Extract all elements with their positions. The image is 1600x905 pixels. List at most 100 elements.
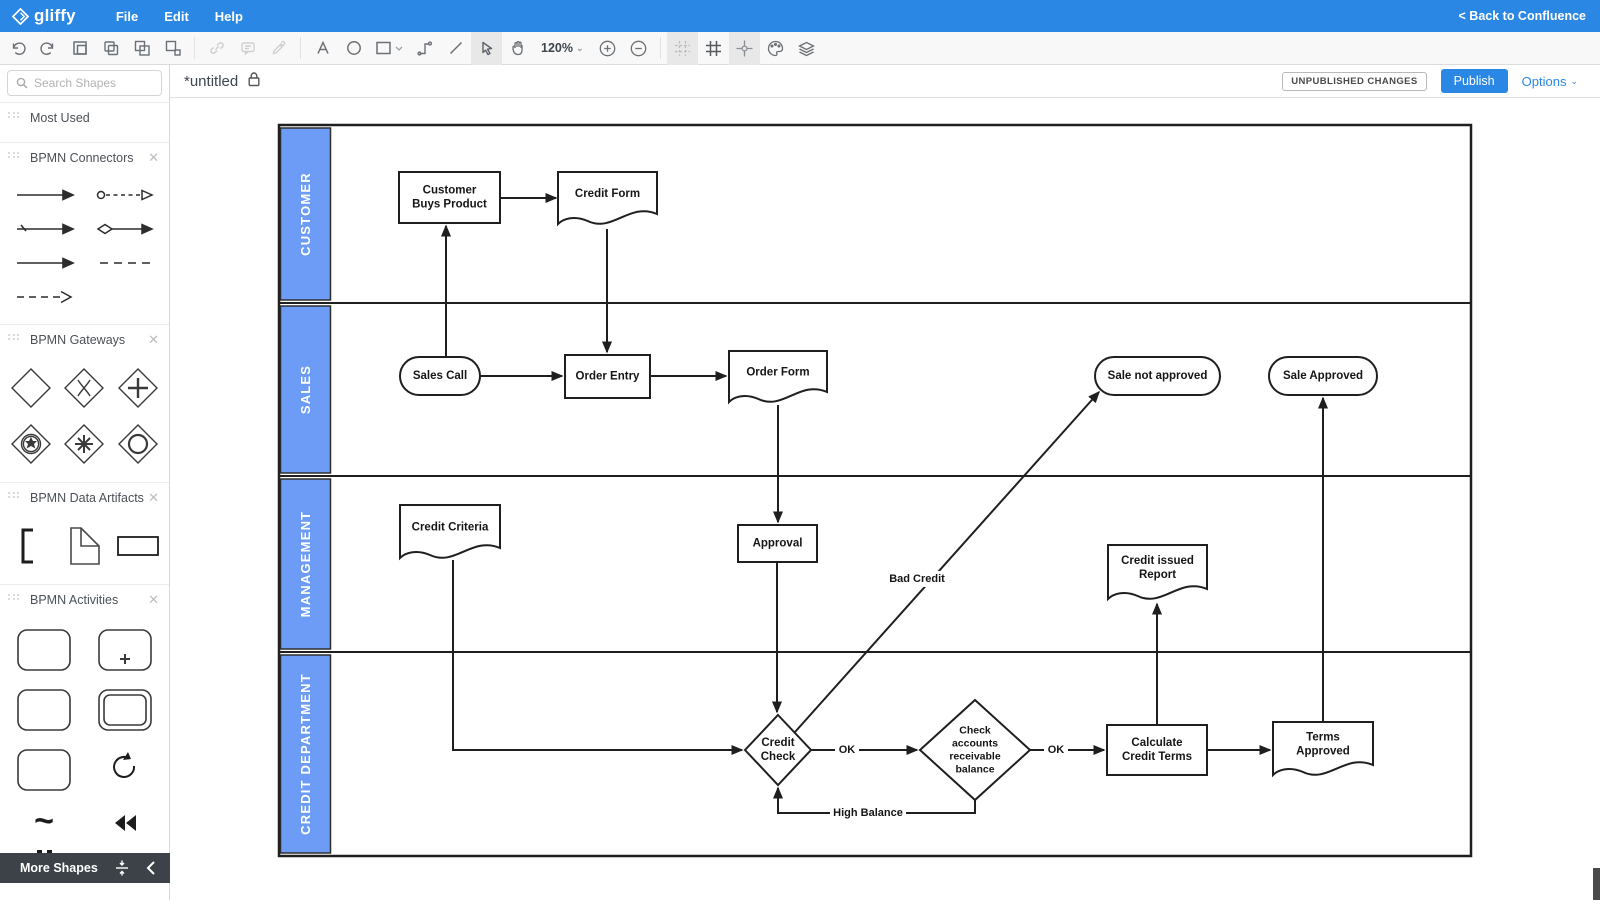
ungroup-icon[interactable] [157,32,188,65]
pointer-tool-icon[interactable] [471,31,502,65]
document-title[interactable]: *untitled [184,72,239,90]
search-input[interactable] [34,76,144,90]
eyedropper-icon[interactable] [263,32,294,65]
menu-edit[interactable]: Edit [164,8,189,24]
pool-border[interactable] [277,123,1473,858]
rectangle-tool-icon[interactable] [369,32,409,65]
close-icon[interactable]: ✕ [148,150,159,165]
lane-customer[interactable]: CUSTOMER [279,127,332,301]
group-icon[interactable] [64,32,95,65]
palette-activity-task3[interactable] [4,740,85,800]
copy-icon[interactable] [95,32,126,65]
palette-activity-subprocess[interactable] [85,620,166,680]
palette-connector-dashed-arrow[interactable] [4,280,85,314]
edge-13[interactable] [794,390,1100,733]
section-bpmn-data-artifacts[interactable]: BPMN Data Artifacts ✕ [0,482,169,512]
palette-artifact-group-bracket[interactable] [4,518,58,574]
palette-gateway-complex[interactable] [58,416,112,472]
back-to-confluence-link[interactable]: < Back to Confluence [1458,9,1586,23]
section-bpmn-gateways[interactable]: BPMN Gateways ✕ [0,324,169,354]
section-bpmn-connectors[interactable]: BPMN Connectors ✕ [0,142,169,172]
node-order-entry[interactable]: Order Entry [564,354,651,399]
line-tool-icon[interactable] [440,32,471,65]
palette-artifact-annotation-rect[interactable] [111,518,165,574]
node-sales-call[interactable]: Sales Call [399,356,481,396]
publish-button[interactable]: Publish [1440,69,1508,93]
palette-gateway-complex-star[interactable] [4,416,58,472]
close-icon[interactable]: ✕ [148,592,159,607]
palette-artifact-data-object[interactable] [58,518,112,574]
snap-guides-icon[interactable] [728,31,760,65]
grid-guides-icon[interactable] [666,31,698,65]
palette-marker-loop[interactable] [85,740,166,800]
node-credit-form[interactable]: Credit Form [557,171,658,227]
layers-icon[interactable] [791,32,822,65]
drag-handle-icon[interactable] [8,333,20,346]
redo-icon[interactable] [33,32,64,65]
theme-icon[interactable] [760,32,791,65]
edge-label-bg [886,571,948,587]
link-icon[interactable] [201,32,232,65]
zoom-level-select[interactable]: 120% ⌄ [533,32,592,65]
palette-gateway-exclusive-x[interactable] [58,360,112,416]
close-icon[interactable]: ✕ [148,332,159,347]
palette-gateway-inclusive[interactable] [111,416,165,472]
shape-search[interactable] [7,70,162,96]
chevron-left-icon[interactable] [145,860,156,876]
lock-icon[interactable] [247,71,261,92]
ellipse-tool-icon[interactable] [338,32,369,65]
connector-tool-icon[interactable] [409,32,440,65]
section-most-used[interactable]: Most Used [0,102,169,132]
more-shapes-bar[interactable]: More Shapes [0,853,170,883]
lane-sales[interactable]: SALES [279,305,332,474]
section-bpmn-activities[interactable]: BPMN Activities ✕ [0,584,169,614]
pan-tool-icon[interactable] [502,32,533,65]
text-tool-icon[interactable] [307,32,338,65]
zoom-in-icon[interactable] [592,32,623,65]
close-icon[interactable]: ✕ [148,490,159,505]
palette-marker-adhoc[interactable]: ~ [4,800,85,846]
lane-management[interactable]: MANAGEMENT [279,478,332,650]
zoom-out-icon[interactable] [623,32,654,65]
node-order-form[interactable]: Order Form [728,350,828,405]
duplicate-icon[interactable] [126,32,157,65]
palette-activity-task2[interactable] [4,680,85,740]
edge-7[interactable] [452,560,744,755]
palette-connector-message-flow[interactable] [85,178,166,212]
palette-connector-conditional-flow[interactable] [85,212,166,246]
menu-file[interactable]: File [115,8,139,24]
lane-credit-department[interactable]: CREDIT DEPARTMENT [279,654,332,854]
palette-activity-task[interactable] [4,620,85,680]
menu-help[interactable]: Help [214,8,243,24]
options-dropdown[interactable]: Options⌄ [1522,74,1578,89]
drag-handle-icon[interactable] [8,491,20,504]
node-credit-criteria[interactable]: Credit Criteria [399,504,501,561]
palette-marker-compensation[interactable] [85,800,166,846]
node-approval[interactable]: Approval [737,524,818,563]
palette-connector-solid-arrow[interactable] [4,178,85,212]
palette-connector-dashed-line[interactable] [85,246,166,280]
palette-gateway-parallel[interactable] [111,360,165,416]
node-sale-approved[interactable]: Sale Approved [1268,356,1378,396]
palette-activity-transaction[interactable] [85,680,166,740]
drag-handle-icon[interactable] [8,151,20,164]
undo-icon[interactable] [2,32,33,65]
palette-gateway-exclusive[interactable] [4,360,58,416]
grid-icon[interactable] [698,32,729,65]
drag-handle-icon[interactable] [8,111,20,124]
palette-connector-sequence-flow[interactable] [4,246,85,280]
node-sale-not-approved[interactable]: Sale not approved [1094,356,1221,396]
comment-icon[interactable] [232,32,263,65]
drag-handle-icon[interactable] [8,593,20,606]
palette-connector-default-flow[interactable] [4,212,85,246]
collapse-panel-icon[interactable] [113,859,131,877]
scrollbar-thumb[interactable] [1593,868,1600,900]
